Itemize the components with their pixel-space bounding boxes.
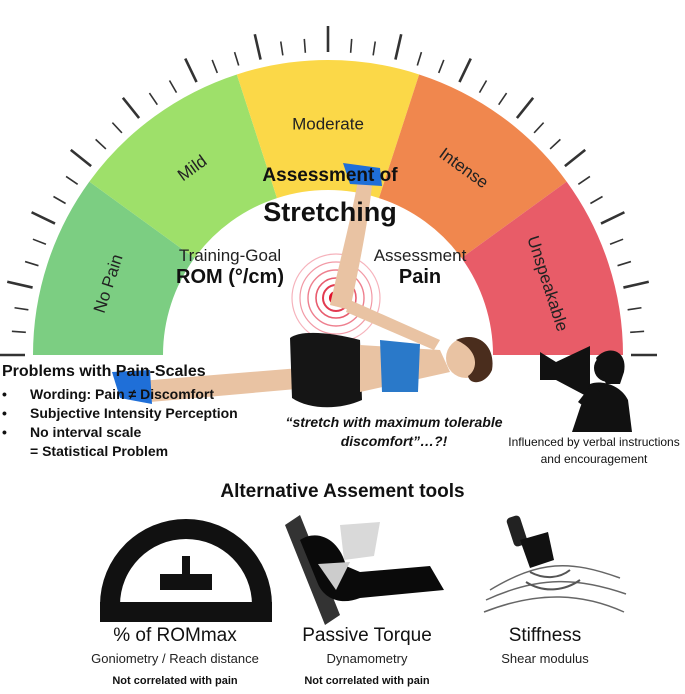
problems-title: Problems with Pain-Scales (2, 363, 206, 380)
tool-sub: Shear modulus (501, 651, 589, 666)
gauge-tick (32, 238, 47, 246)
gauge-tick (617, 260, 632, 267)
gauge-tick (24, 260, 39, 267)
gauge-tick (121, 96, 141, 119)
assessment-label: Assessment (373, 246, 467, 265)
gauge-tick (533, 122, 545, 134)
tool-sub: Goniometry / Reach distance (91, 651, 259, 666)
training-goal-block: Training-Goal ROM (°/cm) (160, 246, 300, 289)
gauge-tick (11, 330, 26, 334)
gauge-tick (623, 280, 650, 289)
gauge-tick (577, 175, 591, 185)
gauge-tick (31, 211, 56, 225)
gauge-tick (600, 211, 625, 225)
gauge-tick (609, 238, 624, 246)
dynamometer-icon (285, 515, 444, 625)
gauge-ticks (0, 26, 657, 357)
tool-note: Not correlated with pain (112, 675, 238, 687)
gauge-tick (372, 41, 377, 56)
gauge-tick (6, 280, 33, 289)
tool-name: Stiffness (508, 625, 582, 646)
training-goal-value: ROM (°/cm) (176, 266, 284, 288)
problem-item: • No interval scale = Statistical Proble… (2, 424, 169, 459)
training-goal-label: Training-Goal (178, 246, 282, 265)
tool-sub: Dynamometry (326, 651, 408, 666)
gauge-segments (33, 60, 623, 355)
gauge-tick (184, 58, 198, 83)
gauge-segment (33, 181, 195, 355)
tool-stiffness: Stiffness Shear modulus (470, 625, 620, 666)
protractor-icon (100, 519, 272, 622)
gauge-tick (53, 195, 66, 205)
gauge-tick (168, 80, 178, 93)
gauge-tick (111, 122, 123, 134)
gauge-segment (89, 74, 278, 259)
gauge-segment-label: Moderate (292, 114, 364, 133)
alternatives-title: Alternative Assement tools (220, 481, 465, 502)
tool-rom: % of ROMmax Goniometry / Reach distance … (60, 625, 290, 687)
stretch-instruction-quote: “stretch with maximum tolerable discomfo… (285, 414, 503, 449)
gauge-tick (564, 148, 587, 168)
gauge-tick (590, 195, 603, 205)
problem-item: • Subjective Intensity Perception (2, 405, 238, 421)
gauge-tick (303, 38, 307, 53)
assessment-title-line1: Assessment of (262, 165, 398, 186)
gauge-tick (458, 58, 472, 83)
ultrasound-probe-icon (483, 515, 627, 613)
gauge-tick (394, 33, 403, 60)
gauge-tick (349, 38, 353, 53)
gauge-tick (14, 306, 29, 311)
gauge-segment (236, 60, 420, 199)
gauge-tick (627, 306, 642, 311)
gauge-tick (279, 41, 284, 56)
gauge-tick (233, 51, 240, 66)
gauge-tick (515, 96, 535, 119)
tool-name: % of ROMmax (113, 625, 237, 646)
gauge-tick (253, 33, 262, 60)
tool-name: Passive Torque (302, 625, 432, 646)
gauge-tick (498, 92, 508, 106)
gauge-tick (69, 148, 92, 168)
gauge-tick (549, 138, 561, 150)
gauge-tick (148, 92, 158, 106)
tool-torque: Passive Torque Dynamometry Not correlate… (262, 625, 472, 687)
problems-list: • Wording: Pain ≠ Discomfort • Subjectiv… (2, 385, 238, 461)
gauge-tick (478, 80, 488, 93)
problem-item: • Wording: Pain ≠ Discomfort (2, 386, 214, 402)
gauge-tick (65, 175, 79, 185)
gauge-tick (95, 138, 107, 150)
influence-note: Influenced by verbal instructions and en… (508, 435, 680, 466)
gauge-tick (211, 59, 219, 74)
gauge-tick (416, 51, 423, 66)
tool-note: Not correlated with pain (304, 675, 430, 687)
gauge-segment (461, 181, 623, 355)
gauge-tick (630, 330, 645, 334)
gauge-segment (378, 74, 567, 259)
assessment-block: Assessment Pain (360, 246, 480, 289)
gauge-tick (437, 59, 445, 74)
assessment-title-line2: Stretching (263, 197, 397, 227)
assessment-value: Pain (398, 266, 442, 288)
